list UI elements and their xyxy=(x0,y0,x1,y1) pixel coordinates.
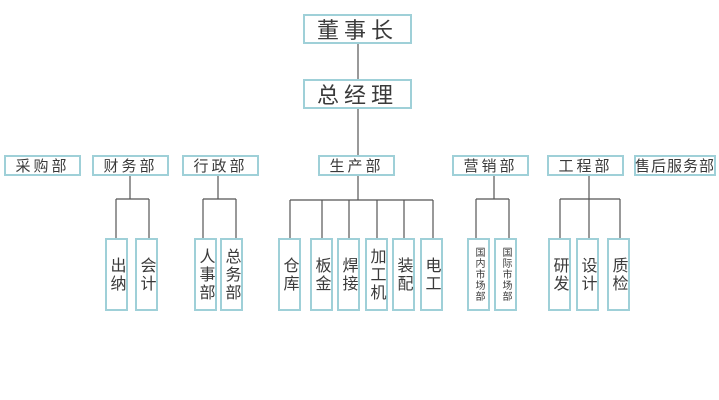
sub-quality-control: 质检 xyxy=(607,238,630,311)
sub-machining: 加工机 xyxy=(365,238,388,311)
sub-label: 设计 xyxy=(578,256,598,293)
chairman-box: 董事长 xyxy=(303,14,412,44)
dept-label: 行政部 xyxy=(193,157,248,175)
sub-label: 加工机 xyxy=(367,247,387,302)
dept-engineering: 工程部 xyxy=(547,155,624,176)
sub-label: 焊接 xyxy=(339,256,359,293)
dept-after-sales: 售后服务部 xyxy=(634,155,716,176)
sub-sheet-metal: 板金 xyxy=(310,238,333,311)
sub-label: 国际市场部 xyxy=(500,247,511,302)
sub-accounting: 会计 xyxy=(135,238,158,311)
general-manager-box: 总经理 xyxy=(303,79,412,109)
sub-electrician: 电工 xyxy=(420,238,443,311)
dept-label: 工程部 xyxy=(558,157,613,175)
dept-admin: 行政部 xyxy=(182,155,259,176)
sub-label: 研发 xyxy=(550,256,570,293)
sub-label: 出纳 xyxy=(107,256,127,293)
sub-label: 质检 xyxy=(609,256,629,293)
dept-finance: 财务部 xyxy=(92,155,169,176)
dept-label: 营销部 xyxy=(463,157,518,175)
sub-cashier: 出纳 xyxy=(105,238,128,311)
sub-label: 国内市场部 xyxy=(473,247,484,302)
sub-general-affairs: 总务部 xyxy=(220,238,243,311)
sub-label: 板金 xyxy=(312,256,332,293)
sub-label: 电工 xyxy=(422,256,442,293)
dept-production: 生产部 xyxy=(318,155,395,176)
dept-label: 售后服务部 xyxy=(635,157,716,175)
dept-label: 财务部 xyxy=(103,157,158,175)
sub-design: 设计 xyxy=(576,238,599,311)
sub-label: 仓库 xyxy=(280,256,300,293)
sub-label: 总务部 xyxy=(222,247,242,302)
sub-label: 人事部 xyxy=(196,247,216,302)
dept-label: 采购部 xyxy=(15,157,70,175)
sub-label: 装配 xyxy=(394,256,414,293)
dept-purchasing: 采购部 xyxy=(4,155,81,176)
sub-warehouse: 仓库 xyxy=(278,238,301,311)
chairman-label: 董事长 xyxy=(316,19,398,44)
sub-domestic-market: 国内市场部 xyxy=(467,238,490,311)
dept-label: 生产部 xyxy=(329,157,384,175)
general-manager-label: 总经理 xyxy=(316,84,398,109)
sub-hr: 人事部 xyxy=(194,238,217,311)
dept-marketing: 营销部 xyxy=(452,155,529,176)
sub-international-market: 国际市场部 xyxy=(494,238,517,311)
sub-assembly: 装配 xyxy=(392,238,415,311)
sub-rnd: 研发 xyxy=(548,238,571,311)
sub-label: 会计 xyxy=(137,256,157,293)
sub-welding: 焊接 xyxy=(337,238,360,311)
